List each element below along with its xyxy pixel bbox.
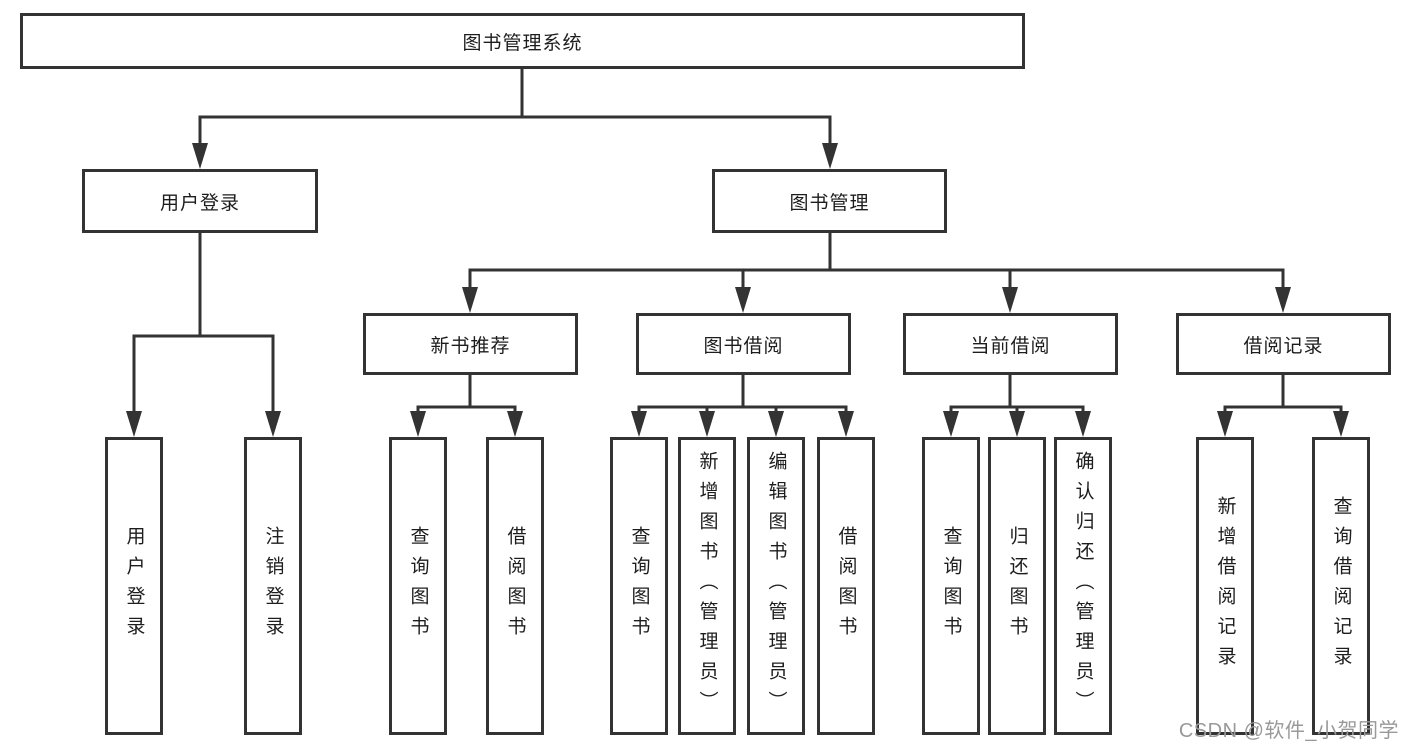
node-leaf-query-books-recommend-label: 查询图书 [407,526,429,646]
node-current-borrow: 当前借阅 [903,313,1118,375]
node-leaf-add-book-admin-label: 新增图书（管理员） [696,451,718,721]
node-leaf-confirm-return-admin-label: 确认归还（管理员） [1072,451,1094,721]
node-book-borrow-label: 图书借阅 [703,335,784,357]
node-leaf-user-login: 用户登录 [105,437,163,735]
node-leaf-borrow-books-label: 借阅图书 [835,526,857,646]
node-leaf-query-books-recommend: 查询图书 [389,437,447,735]
node-current-borrow-label: 当前借阅 [970,335,1051,357]
node-book-management-label: 图书管理 [789,192,870,214]
node-leaf-confirm-return-admin: 确认归还（管理员） [1054,437,1112,735]
node-user-login-label: 用户登录 [159,192,240,214]
watermark-text: CSDN @软件_小贺同学 [1178,720,1399,742]
node-leaf-query-books-current-label: 查询图书 [940,526,962,646]
node-leaf-query-books-current: 查询图书 [922,437,980,735]
node-leaf-logout: 注销登录 [244,437,302,735]
node-user-login: 用户登录 [82,169,318,233]
node-leaf-return-books-label: 归还图书 [1006,526,1028,646]
node-leaf-borrow-books: 借阅图书 [817,437,875,735]
node-leaf-query-books-borrow: 查询图书 [610,437,668,735]
node-leaf-user-login-label: 用户登录 [123,526,145,646]
arrowheads [126,143,1349,437]
node-book-management: 图书管理 [712,169,947,233]
node-leaf-query-borrow-record-label: 查询借阅记录 [1330,496,1352,676]
node-new-book-recommend: 新书推荐 [363,313,578,375]
node-leaf-borrow-books-recommend-label: 借阅图书 [504,526,526,646]
node-leaf-add-book-admin: 新增图书（管理员） [678,437,736,735]
node-leaf-add-borrow-record: 新增借阅记录 [1196,437,1254,735]
node-leaf-edit-book-admin-label: 编辑图书（管理员） [765,451,787,721]
node-leaf-logout-label: 注销登录 [262,526,284,646]
node-system-root: 图书管理系统 [20,13,1025,69]
node-leaf-add-borrow-record-label: 新增借阅记录 [1214,496,1236,676]
node-leaf-query-borrow-record: 查询借阅记录 [1312,437,1370,735]
node-new-book-recommend-label: 新书推荐 [430,335,511,357]
node-leaf-borrow-books-recommend: 借阅图书 [486,437,544,735]
node-borrow-records: 借阅记录 [1176,313,1391,375]
node-book-borrow: 图书借阅 [636,313,851,375]
node-borrow-records-label: 借阅记录 [1243,335,1324,357]
node-leaf-query-books-borrow-label: 查询图书 [628,526,650,646]
node-leaf-return-books: 归还图书 [988,437,1046,735]
node-leaf-edit-book-admin: 编辑图书（管理员） [747,437,805,735]
node-system-root-label: 图书管理系统 [462,32,583,54]
